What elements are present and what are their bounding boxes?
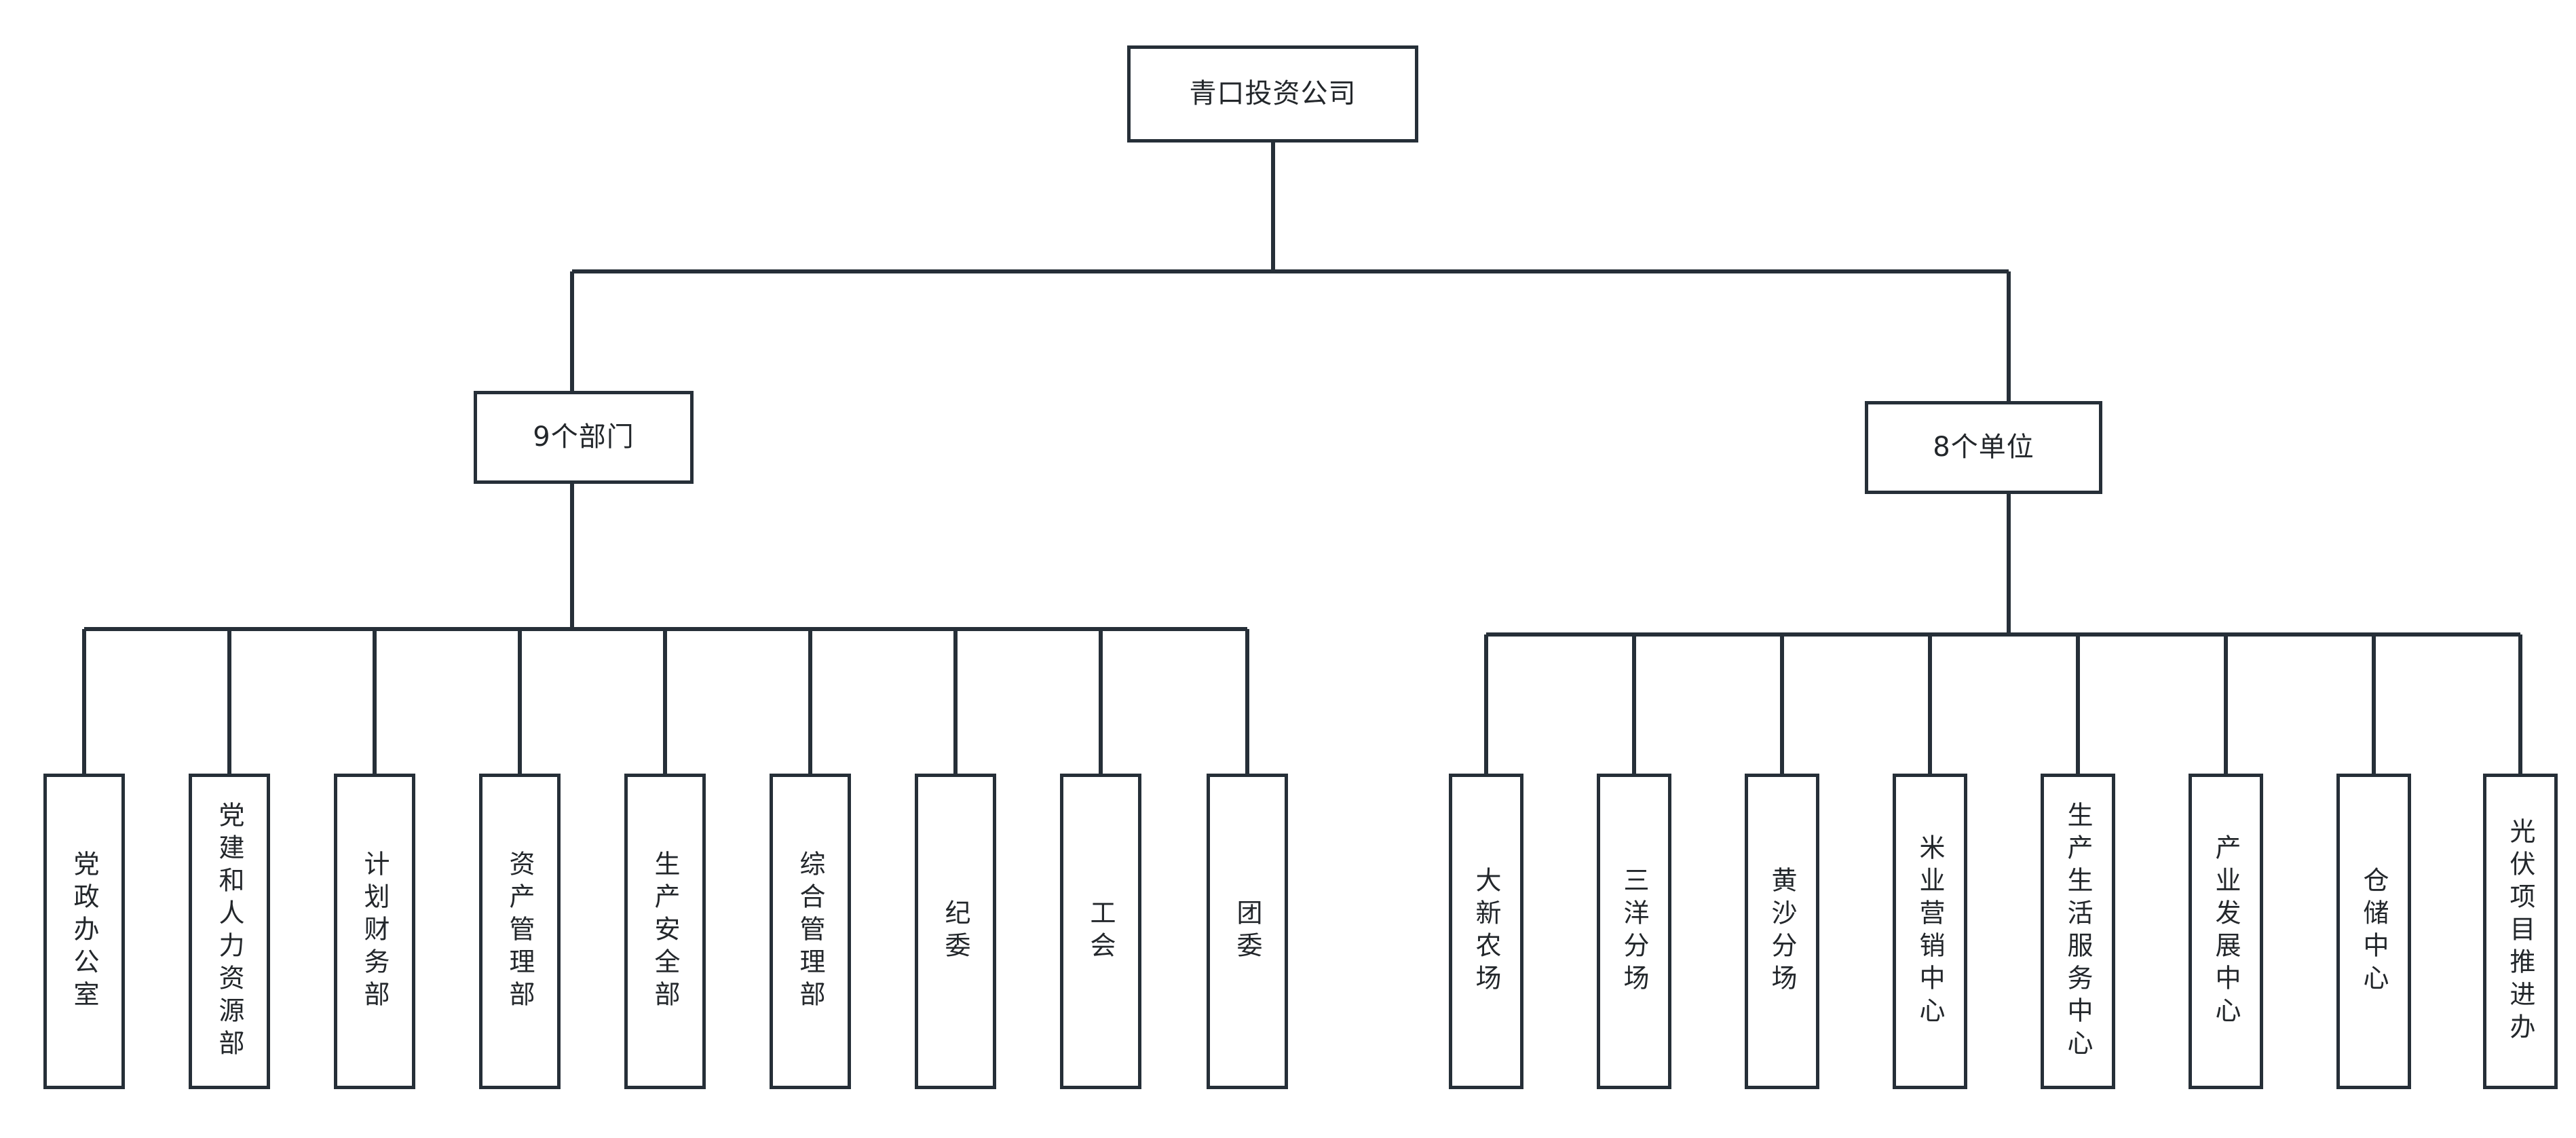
node-department-5[interactable]: 生产安全部 bbox=[624, 774, 706, 1089]
node-department-5-label: 生产安全部 bbox=[650, 850, 680, 1013]
node-department-1[interactable]: 党政办公室 bbox=[43, 774, 125, 1089]
node-department-2-label: 党建和人力资源部 bbox=[214, 801, 244, 1062]
node-unit-8-label: 光伏项目推进办 bbox=[2505, 817, 2535, 1046]
node-unit-2-label: 三洋分场 bbox=[1619, 866, 1649, 997]
node-department-7-label: 纪委 bbox=[941, 898, 970, 964]
node-unit-8[interactable]: 光伏项目推进办 bbox=[2483, 774, 2558, 1089]
node-unit-7-label: 仓储中心 bbox=[2359, 866, 2389, 997]
node-department-7[interactable]: 纪委 bbox=[915, 774, 996, 1089]
node-group-departments-label: 9个部门 bbox=[533, 421, 634, 453]
node-department-9-label: 团委 bbox=[1232, 898, 1262, 964]
node-root[interactable]: 青口投资公司 bbox=[1127, 45, 1418, 143]
node-unit-6[interactable]: 产业发展中心 bbox=[2189, 774, 2263, 1089]
node-department-3[interactable]: 计划财务部 bbox=[334, 774, 415, 1089]
node-unit-3[interactable]: 黄沙分场 bbox=[1745, 774, 1819, 1089]
node-unit-5-label: 生产生活服务中心 bbox=[2063, 801, 2093, 1062]
node-unit-3-label: 黄沙分场 bbox=[1767, 866, 1797, 997]
node-unit-2[interactable]: 三洋分场 bbox=[1597, 774, 1671, 1089]
node-unit-4-label: 米业营销中心 bbox=[1915, 833, 1945, 1029]
node-department-8[interactable]: 工会 bbox=[1060, 774, 1141, 1089]
node-department-8-label: 工会 bbox=[1086, 898, 1116, 964]
node-unit-1-label: 大新农场 bbox=[1471, 866, 1501, 997]
node-unit-4[interactable]: 米业营销中心 bbox=[1893, 774, 1967, 1089]
node-unit-6-label: 产业发展中心 bbox=[2211, 833, 2241, 1029]
node-department-1-label: 党政办公室 bbox=[69, 850, 99, 1013]
node-department-6-label: 综合管理部 bbox=[795, 850, 825, 1013]
node-group-units-label: 8个单位 bbox=[1933, 432, 2034, 463]
node-department-4[interactable]: 资产管理部 bbox=[479, 774, 561, 1089]
node-root-label: 青口投资公司 bbox=[1189, 78, 1357, 110]
node-department-6[interactable]: 综合管理部 bbox=[770, 774, 851, 1089]
node-group-departments[interactable]: 9个部门 bbox=[474, 391, 694, 484]
node-unit-1[interactable]: 大新农场 bbox=[1449, 774, 1523, 1089]
node-unit-7[interactable]: 仓储中心 bbox=[2336, 774, 2411, 1089]
node-department-4-label: 资产管理部 bbox=[505, 850, 535, 1013]
node-department-3-label: 计划财务部 bbox=[360, 850, 390, 1013]
node-department-2[interactable]: 党建和人力资源部 bbox=[189, 774, 270, 1089]
node-unit-5[interactable]: 生产生活服务中心 bbox=[2041, 774, 2115, 1089]
node-group-units[interactable]: 8个单位 bbox=[1865, 401, 2102, 494]
node-department-9[interactable]: 团委 bbox=[1207, 774, 1288, 1089]
